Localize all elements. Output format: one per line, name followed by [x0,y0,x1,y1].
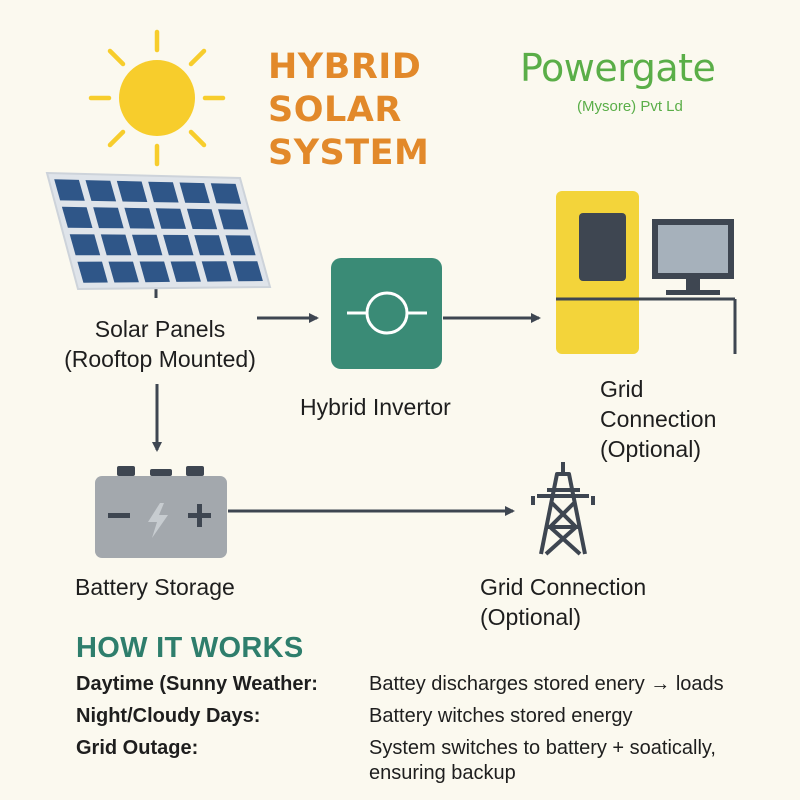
solar-cell [93,207,124,229]
flow-connectors [152,313,541,516]
brand-subtitle: (Mysore) Pvt Ld [577,98,683,115]
computer-monitor-icon [652,219,734,295]
solar-panels-label: Solar Panels (Rooftop Mounted) [64,316,256,372]
solar-cell [139,261,170,283]
solar-cell [225,235,256,256]
grid-cabinet-icon [556,191,737,354]
inverter-label: Hybrid Invertor [300,394,451,420]
solar-cell [170,261,201,282]
how-it-works-list: Daytime (Sunny Weather: Battey discharge… [76,672,776,793]
solar-cell [124,207,155,229]
diagram-title: HYBRID SOLAR SYSTEM [268,46,429,175]
solar-cell [61,206,93,228]
condition-label: Night/Cloudy Days: [76,705,261,727]
solar-cell [179,182,210,204]
panel-cells [54,179,263,283]
solar-cell [132,234,163,256]
solar-cell [186,208,218,230]
solar-cell [100,234,132,256]
solar-cell [194,235,225,256]
solar-cell [201,261,232,282]
solar-cell [210,183,242,204]
title-line: SOLAR [268,90,402,130]
battery-icon [95,466,227,558]
solar-cell [54,179,85,201]
solar-cell [148,181,179,203]
brand-name: Powergate [520,46,716,90]
list-item: Daytime (Sunny Weather: Battey discharge… [76,672,776,697]
inverter-icon [331,258,442,369]
sun-icon [88,29,226,167]
action-text: Battery witches stored energy [369,705,633,727]
list-item: Grid Outage: System switches to battery … [76,736,776,786]
grid-top-label: Grid Connection (Optional) [600,376,717,462]
solar-cell [155,208,186,229]
list-item: Night/Cloudy Days: Battery witches store… [76,704,776,729]
title-line: SYSTEM [268,133,430,173]
solar-cell [116,180,148,202]
grid-bottom-label: Grid Connection (Optional) [480,574,647,630]
solar-cell [77,261,108,283]
how-it-works-heading: HOW IT WORKS [76,632,304,664]
condition-label: Grid Outage: [76,737,199,759]
condition-label: Daytime (Sunny Weather: [76,673,318,695]
action-text: System switches to battery + soatically,… [369,737,716,784]
solar-cell [69,234,101,256]
battery-label: Battery Storage [75,574,235,600]
transmission-tower-icon [531,462,595,556]
solar-cell [232,261,263,282]
solar-cell [108,261,139,283]
solar-cell [163,234,194,256]
solar-cell [85,180,117,202]
title-line: HYBRID [268,47,422,87]
solar-panel-icon [45,171,272,298]
action-text: Battey discharges stored enery → loads [369,673,724,695]
solar-cell [218,209,249,230]
